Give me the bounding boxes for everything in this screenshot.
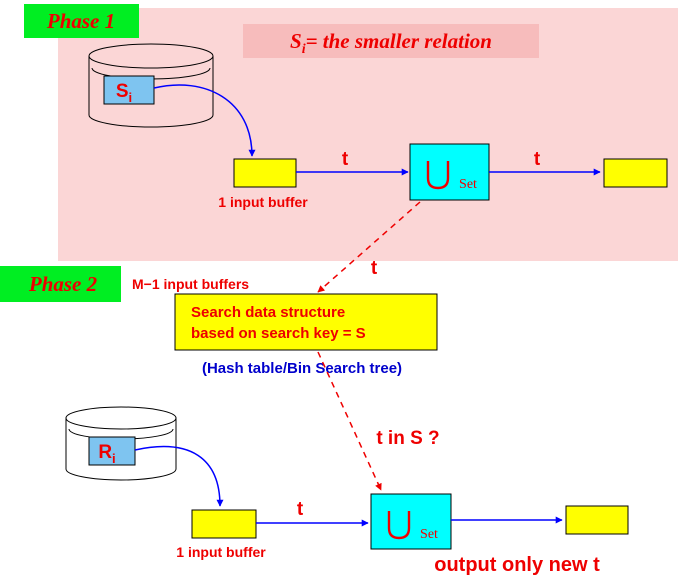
union-icon-2 <box>387 511 411 540</box>
phase1-title-box <box>243 24 539 58</box>
union-icon-1 <box>426 161 450 190</box>
probe-label: t in S ? <box>376 428 439 449</box>
union-set-box-2 <box>370 493 452 550</box>
union-sub-1: Set <box>459 177 477 192</box>
union-sub-2: Set <box>420 527 438 542</box>
edge-t-dashed-label: t <box>371 258 378 279</box>
disk-s-label: Si <box>116 81 132 105</box>
phase2-label: Phase 2 <box>28 272 98 296</box>
phase1-input-buffer <box>233 158 297 188</box>
phase2-buffers-label: M−1 input buffers <box>132 276 249 292</box>
search-line1: Search data structure <box>191 304 345 321</box>
edge-search-to-union2 <box>317 351 382 491</box>
edge-disk-r-to-buffer <box>134 445 224 507</box>
union-set-box-1 <box>409 143 490 201</box>
search-line2: based on search key = S <box>191 325 366 342</box>
phase1-buffer-label: 1 input buffer <box>218 194 308 210</box>
phase2-buffer-label: 1 input buffer <box>176 544 266 560</box>
edge-t1-label: t <box>342 149 349 170</box>
edge-union1-to-search <box>317 201 421 293</box>
disk-s-label-box <box>103 75 155 105</box>
edge-t2-label: t <box>534 149 541 170</box>
phase2-label-box <box>0 266 121 302</box>
search-structure-box <box>174 293 438 351</box>
phase1-title: Si= the smaller relation <box>290 29 492 57</box>
search-note: (Hash table/Bin Search tree) <box>202 360 402 377</box>
phase1-output-buffer <box>603 158 668 188</box>
phase2-input-buffer <box>191 509 257 539</box>
disk-r-label: Ri <box>98 442 115 466</box>
phase1-label-box <box>24 4 139 38</box>
phase1-label: Phase 1 <box>46 9 115 33</box>
edge-t-phase2-label: t <box>297 499 304 520</box>
output-label: output only new t <box>434 554 600 576</box>
edge-disk-s-to-buffer <box>153 84 256 157</box>
phase2-output-buffer <box>565 505 629 535</box>
disk-r-label-box <box>88 436 136 466</box>
